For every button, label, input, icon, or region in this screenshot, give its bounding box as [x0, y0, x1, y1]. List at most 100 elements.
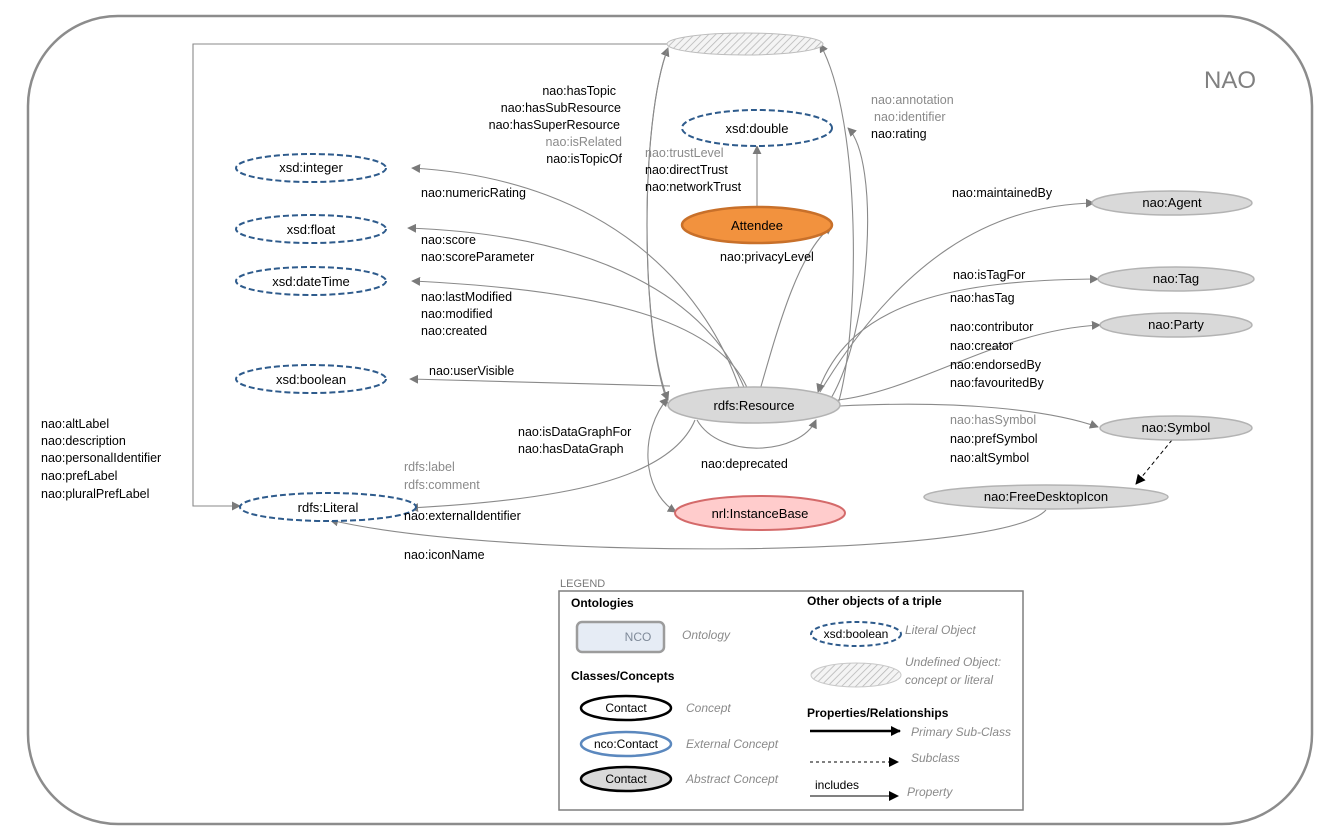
edge-datagraph: [647, 397, 677, 513]
legend-other-heading: Other objects of a triple: [807, 594, 942, 608]
nao-agent-node: nao:Agent: [1091, 190, 1253, 216]
svg-text:Attendee: Attendee: [731, 218, 783, 233]
legend-concept-label: Contact: [605, 701, 647, 715]
legend-literal-shape: [810, 621, 902, 647]
label-deprecated: nao:deprecated: [701, 457, 788, 471]
label-modified: nao:modified: [421, 307, 493, 321]
legend-undefined-desc-1: Undefined Object:: [905, 655, 1001, 669]
edge-rdfs-label: [409, 419, 696, 513]
legend: LEGEND Ontologies NCO Ontology Classes/C…: [558, 578, 1024, 811]
svg-text:xsd:boolean: xsd:boolean: [276, 372, 346, 387]
legend-undefined-shape: [810, 662, 902, 688]
label-altsymbol: nao:altSymbol: [950, 451, 1029, 465]
label-scoreparameter: nao:scoreParameter: [421, 250, 534, 264]
undefined-object-node: [666, 32, 824, 56]
xsd-float-node: xsd:float: [235, 214, 387, 244]
legend-properties-heading: Properties/Relationships: [807, 706, 949, 720]
nao-freedesktopicon-node: nao:FreeDesktopIcon: [923, 484, 1169, 510]
rdfs-literal-node: rdfs:Literal: [239, 492, 417, 522]
label-hastag: nao:hasTag: [950, 291, 1015, 305]
nodes: xsd:double Attendee xsd:integer xsd:floa…: [235, 32, 1255, 531]
legend-subclass-desc: Subclass: [911, 751, 960, 765]
label-istagfor: nao:isTagFor: [953, 268, 1025, 282]
label-altlabel: nao:altLabel: [41, 417, 109, 431]
xsd-datetime-node: xsd:dateTime: [235, 266, 387, 296]
label-rating: nao:rating: [871, 127, 927, 141]
edge-literal-group: [192, 43, 668, 511]
label-creator: nao:creator: [950, 339, 1013, 353]
legend-undefined-desc-2: concept or literal: [905, 673, 993, 687]
attendee-node: Attendee: [680, 205, 834, 245]
label-pluralpreflabel: nao:pluralPrefLabel: [41, 487, 149, 501]
label-hassymbol: nao:hasSymbol: [950, 413, 1036, 427]
label-rdfs-comment: rdfs:comment: [404, 478, 480, 492]
label-created: nao:created: [421, 324, 487, 338]
label-rdfs-label: rdfs:label: [404, 460, 455, 474]
edge-symbol: [839, 403, 1099, 429]
label-lastmodified: nao:lastModified: [421, 290, 512, 304]
label-uservisible: nao:userVisible: [429, 364, 514, 378]
label-directtrust: nao:directTrust: [645, 163, 728, 177]
label-trustlevel: nao:trustLevel: [645, 146, 724, 160]
label-personalidentifier: nao:personalIdentifier: [41, 451, 161, 465]
label-hasdatagraph: nao:hasDataGraph: [518, 442, 624, 456]
legend-external-shape: [579, 730, 673, 758]
nao-symbol-node: nao:Symbol: [1099, 415, 1253, 441]
label-hastopic: nao:hasTopic: [542, 84, 616, 98]
label-favouritedby: nao:favouritedBy: [950, 376, 1045, 390]
edge-subclass-icon: [1135, 439, 1173, 485]
legend-ontology-desc: Ontology: [682, 628, 731, 642]
ontology-title: NAO: [1204, 67, 1256, 94]
nao-party-node: nao:Party: [1099, 312, 1253, 338]
label-contributor: nao:contributor: [950, 320, 1033, 334]
legend-primary-desc: Primary Sub-Class: [911, 725, 1011, 739]
svg-text:xsd:dateTime: xsd:dateTime: [272, 274, 350, 289]
label-hassubresource: nao:hasSubResource: [501, 101, 621, 115]
svg-text:nao:FreeDesktopIcon: nao:FreeDesktopIcon: [984, 489, 1108, 504]
svg-text:rdfs:Literal: rdfs:Literal: [298, 500, 359, 515]
legend-abstract-desc: Abstract Concept: [685, 772, 779, 786]
legend-ontology-box: [575, 620, 666, 654]
xsd-double-node: xsd:double: [681, 109, 833, 147]
legend-abstract-shape: [579, 765, 673, 793]
label-externalidentifier: nao:externalIdentifier: [404, 509, 521, 523]
label-identifier: nao:identifier: [874, 110, 946, 124]
svg-text:xsd:integer: xsd:integer: [279, 160, 343, 175]
legend-literal-label: xsd:boolean: [824, 627, 889, 641]
svg-text:rdfs:Resource: rdfs:Resource: [714, 398, 795, 413]
label-istopicof: nao:isTopicOf: [546, 152, 622, 166]
svg-text:nrl:InstanceBase: nrl:InstanceBase: [712, 506, 809, 521]
legend-ontology-label: NCO: [625, 630, 652, 644]
legend-property-desc: Property: [907, 785, 953, 799]
legend-literal-desc: Literal Object: [905, 623, 976, 637]
label-isrelated: nao:isRelated: [546, 135, 622, 149]
legend-ontologies-heading: Ontologies: [571, 596, 634, 610]
label-isdatagraphfor: nao:isDataGraphFor: [518, 425, 631, 439]
legend-title: LEGEND: [560, 578, 605, 590]
svg-text:nao:Party: nao:Party: [1148, 317, 1204, 332]
svg-text:nao:Agent: nao:Agent: [1142, 195, 1202, 210]
legend-includes-label: includes: [815, 778, 859, 792]
legend-concept-desc: Concept: [686, 701, 731, 715]
label-score: nao:score: [421, 233, 476, 247]
legend-external-label: nco:Contact: [594, 737, 659, 751]
nrl-instancebase-node: nrl:InstanceBase: [674, 495, 846, 531]
label-annotation: nao:annotation: [871, 93, 954, 107]
edge-score: [407, 223, 746, 391]
svg-text:xsd:double: xsd:double: [726, 121, 789, 136]
edge-deprecated: [696, 419, 817, 449]
label-iconname: nao:iconName: [404, 548, 485, 562]
legend-external-desc: External Concept: [686, 737, 779, 751]
legend-abstract-label: Contact: [605, 772, 647, 786]
label-endorsedby: nao:endorsedBy: [950, 358, 1042, 372]
label-prefsymbol: nao:prefSymbol: [950, 432, 1038, 446]
legend-concept-shape: [579, 694, 673, 722]
label-maintainedby: nao:maintainedBy: [952, 186, 1053, 200]
nao-tag-node: nao:Tag: [1097, 266, 1255, 292]
label-numericrating: nao:numericRating: [421, 186, 526, 200]
label-privacylevel: nao:privacyLevel: [720, 250, 814, 264]
label-hassuperresource: nao:hasSuperResource: [489, 118, 620, 132]
edge-user-visible: [409, 374, 671, 387]
